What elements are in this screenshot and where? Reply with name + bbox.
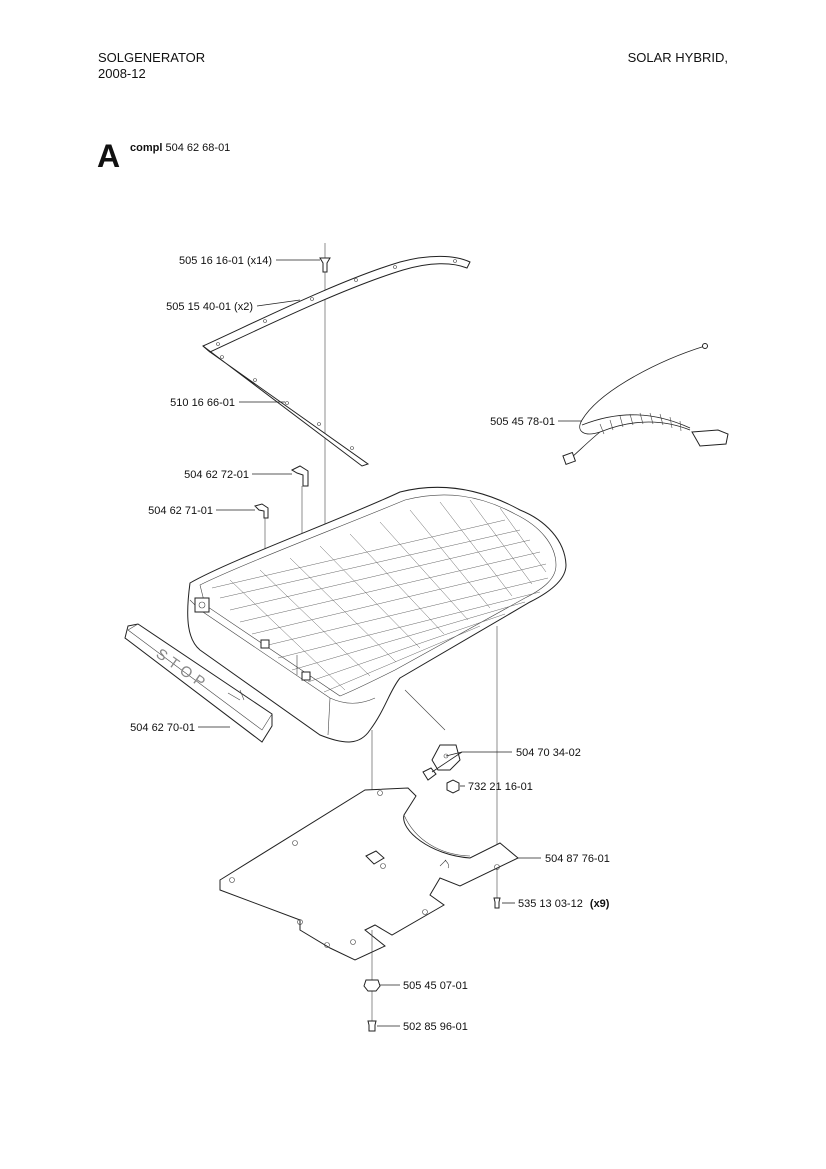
label-535-13-03-12-qty: (x9) [590,898,610,910]
label-502-85-96-01: 502 85 96-01 [403,1021,468,1033]
label-504-70-34-02: 504 70 34-02 [516,747,581,759]
part-labels: 505 16 16-01 (x14) 505 15 40-01 (x2) 510… [130,255,610,1033]
leader-lines [198,259,582,1027]
grommet-part [363,979,381,992]
nut-part [446,779,460,794]
base-plate [219,787,519,961]
label-535-13-03-12: 535 13 03-12 (x9) [518,898,610,910]
label-505-45-07-01: 505 45 07-01 [403,980,468,992]
section-letter: A [97,138,121,174]
label-505-16-16-01: 505 16 16-01 (x14) [179,255,272,267]
label-504-87-76-01: 504 87 76-01 [545,853,610,865]
solar-panel-cover [187,486,567,743]
document-title: SOLGENERATOR [98,50,206,65]
mounting-bracket [422,744,461,781]
compl-keyword: compl [130,142,163,154]
screw-base [493,897,501,909]
trim-strip-curved [202,255,471,353]
label-732-21-16-01: 732 21 16-01 [468,781,533,793]
label-504-62-70-01: 504 62 70-01 [130,722,195,734]
assembly-complete-label: compl 504 62 68-01 [130,142,230,154]
label-504-62-71-01: 504 62 71-01 [148,505,213,517]
cable-coil-wrap [599,412,682,435]
label-505-15-40-01: 505 15 40-01 (x2) [166,301,253,313]
label-504-62-72-01: 504 62 72-01 [184,469,249,481]
label-505-45-78-01: 505 45 78-01 [490,416,555,428]
label-535-13-03-12-number: 535 13 03-12 [518,898,583,910]
document-date: 2008-12 [98,66,146,81]
page-header-left: SOLGENERATOR 2008-12 [98,50,205,82]
compl-part-number: 504 62 68-01 [165,142,231,154]
screw-bottom [367,1020,377,1032]
solar-cell-grid [211,499,549,693]
page-header-right: SOLAR HYBRID, [627,50,728,65]
rivet-part [319,243,331,273]
label-510-16-66-01: 510 16 66-01 [170,397,235,409]
solar-cable-part [562,343,729,466]
trim-strip-straight [202,345,370,467]
